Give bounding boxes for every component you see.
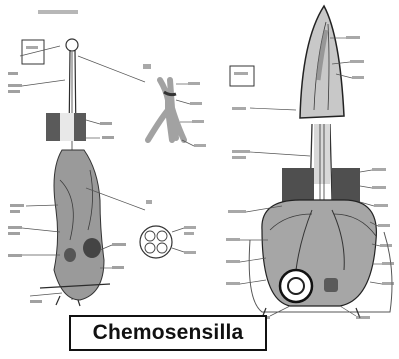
sensory-socket <box>262 200 376 306</box>
right-panel <box>226 6 394 319</box>
right-inset-box <box>230 66 254 86</box>
caption-box: Chemosensilla <box>69 315 267 351</box>
left-header-text <box>38 10 78 14</box>
dendrite-branch-detail <box>143 64 206 147</box>
cross-section-detail <box>140 200 196 258</box>
sensillum-tip <box>66 39 78 51</box>
figure-caption: Chemosensilla <box>93 321 244 345</box>
left-inset-box <box>22 40 44 64</box>
left-panel <box>8 10 206 306</box>
sensory-cell-body <box>54 150 104 300</box>
neuron-nucleus <box>280 270 312 302</box>
